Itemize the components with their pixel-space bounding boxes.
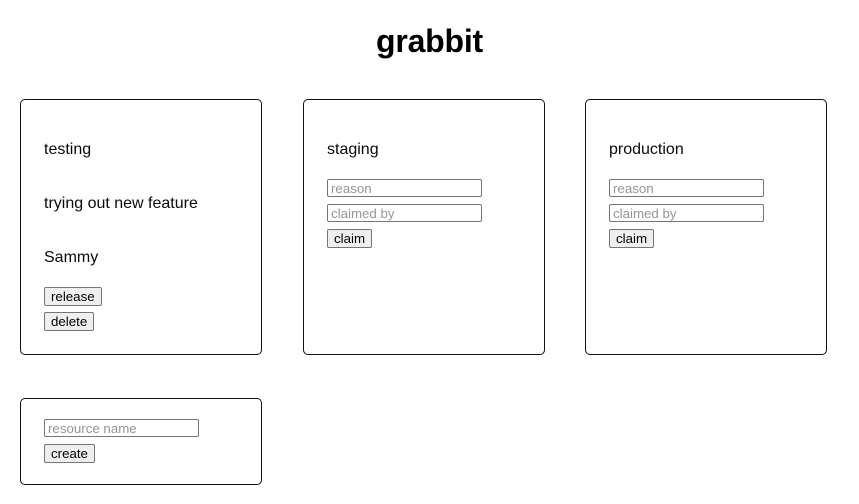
resource-claimed-by-text: Sammy <box>44 249 99 266</box>
resource-name-label: staging <box>327 141 379 158</box>
claimed-by-input[interactable] <box>609 204 764 222</box>
create-resource-card: create <box>20 398 262 485</box>
delete-button[interactable]: delete <box>44 312 95 331</box>
release-button[interactable]: release <box>44 287 102 306</box>
resource-name-input[interactable] <box>44 419 199 437</box>
resource-card-staging: staging claim <box>303 99 545 355</box>
resource-name-label: testing <box>44 141 92 158</box>
resource-reason-text: trying out new feature <box>44 195 198 212</box>
reason-input[interactable] <box>327 179 482 197</box>
claim-button[interactable]: claim <box>609 229 655 248</box>
claim-button[interactable]: claim <box>327 229 373 248</box>
resource-name-label: production <box>609 141 684 158</box>
reason-input[interactable] <box>609 179 764 197</box>
resource-card-testing: testing trying out new feature Sammy rel… <box>20 99 262 355</box>
claimed-by-input[interactable] <box>327 204 482 222</box>
resource-card-production: production claim <box>585 99 827 355</box>
create-button[interactable]: create <box>44 444 95 463</box>
page-title: grabbit <box>375 23 484 59</box>
